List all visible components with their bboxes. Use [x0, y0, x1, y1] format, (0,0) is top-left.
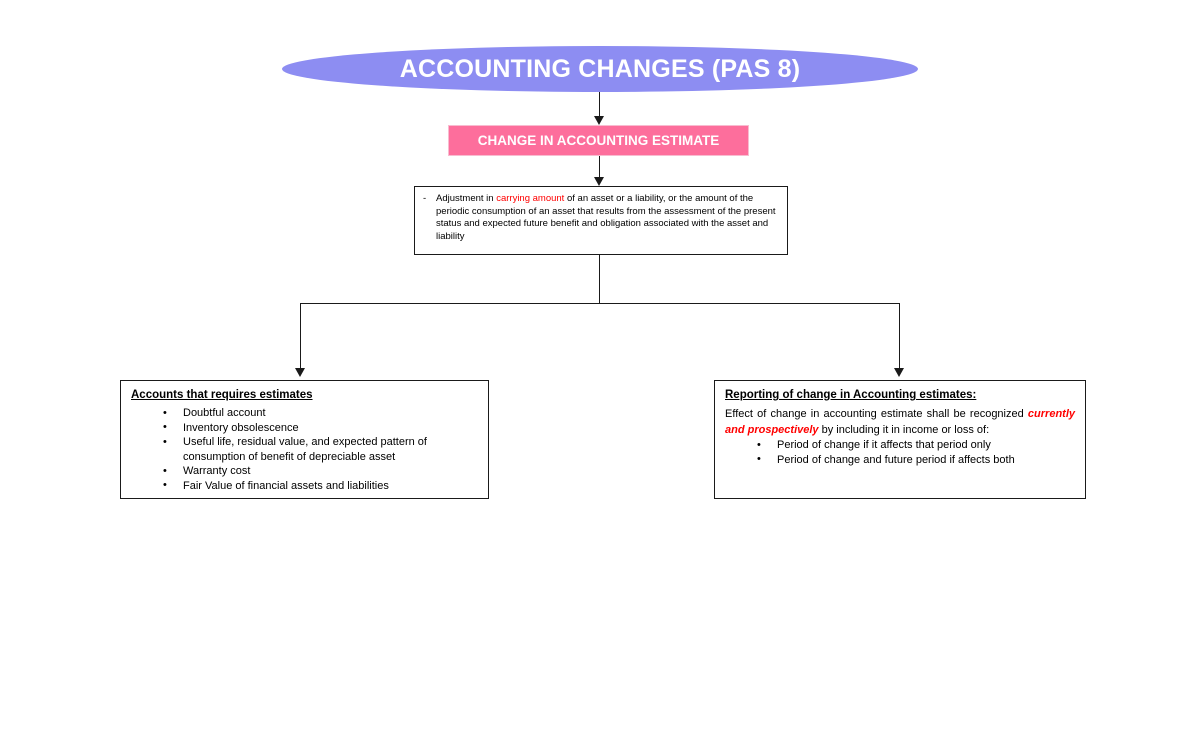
definition-text: Adjustment in carrying amount of an asse…	[436, 193, 779, 243]
connector-left-branch-line	[300, 303, 301, 368]
list-item: Useful life, residual value, and expecte…	[131, 435, 478, 464]
section-banner-change-in-accounting-estimate: CHANGE IN ACCOUNTING ESTIMATE	[448, 125, 749, 156]
connector-right-branch-arrowhead	[894, 368, 904, 377]
reporting-of-change-list: Period of change if it affects that peri…	[725, 438, 1075, 467]
connector-horizontal-bar	[300, 303, 900, 304]
accounts-requiring-estimates-box: Accounts that requires estimates Doubtfu…	[120, 380, 489, 499]
definition-row: - Adjustment in carrying amount of an as…	[423, 193, 779, 243]
reporting-of-change-paragraph: Effect of change in accounting estimate …	[725, 407, 1075, 438]
connector-banner-to-definition-arrowhead	[594, 177, 604, 186]
connector-banner-to-definition-line	[599, 156, 600, 177]
definition-highlight: carrying amount	[496, 193, 565, 204]
page-title: ACCOUNTING CHANGES (PAS 8)	[399, 54, 801, 83]
connector-definition-stem	[599, 255, 600, 304]
list-item: Inventory obsolescence	[131, 420, 478, 436]
reporting-para-after: by including it in income or loss of:	[818, 423, 990, 436]
connector-title-to-banner-arrowhead	[594, 116, 604, 125]
diagram-title-ellipse: ACCOUNTING CHANGES (PAS 8)	[282, 46, 918, 92]
definition-text-after: of an asset or a liability, or the amoun…	[436, 193, 776, 242]
accounts-requiring-estimates-list: Doubtful account Inventory obsolescence …	[131, 406, 478, 494]
reporting-para-before: Effect of change in accounting estimate …	[725, 408, 1028, 420]
definition-box: - Adjustment in carrying amount of an as…	[414, 186, 788, 255]
connector-left-branch-arrowhead	[295, 368, 305, 377]
reporting-of-change-box: Reporting of change in Accounting estima…	[714, 380, 1086, 499]
reporting-of-change-heading: Reporting of change in Accounting estima…	[725, 389, 977, 401]
section-banner-label: CHANGE IN ACCOUNTING ESTIMATE	[477, 133, 720, 148]
definition-text-before: Adjustment in	[436, 193, 497, 204]
list-item: Warranty cost	[131, 464, 478, 479]
list-item: Fair Value of financial assets and liabi…	[131, 478, 478, 494]
list-item: Period of change and future period if af…	[725, 452, 1075, 468]
accounts-requiring-estimates-heading: Accounts that requires estimates	[131, 389, 313, 401]
list-item: Period of change if it affects that peri…	[725, 438, 1075, 453]
connector-title-to-banner-line	[599, 92, 600, 116]
connector-right-branch-line	[899, 303, 900, 368]
definition-dash-marker: -	[423, 193, 427, 204]
reporting-para-highlight: currently and prospectively	[725, 408, 1075, 436]
list-item: Doubtful account	[131, 406, 478, 421]
